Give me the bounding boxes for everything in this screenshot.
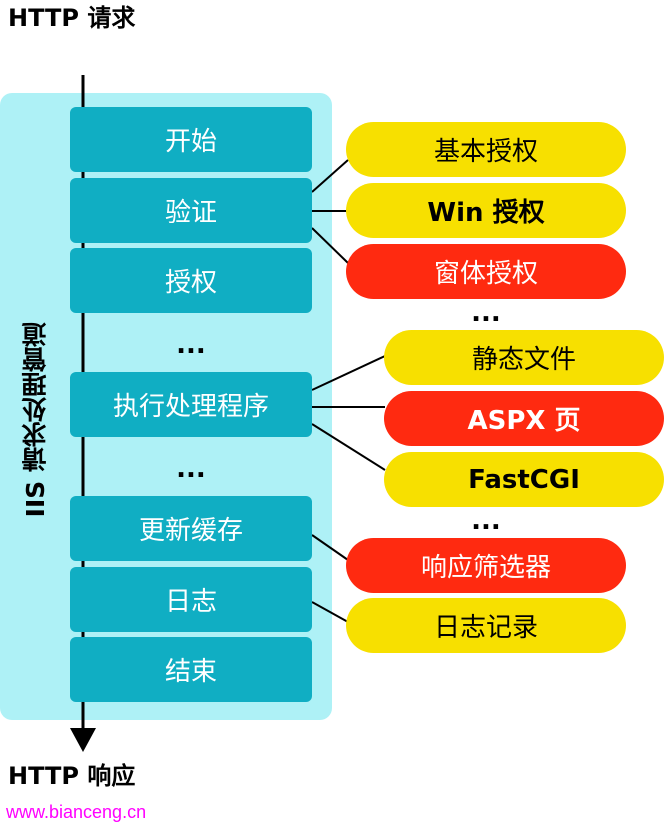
stage-execute-handler: 执行处理程序 [70, 372, 312, 437]
module-label: 基本授权 [433, 137, 538, 167]
stage-ellipsis: ... [176, 454, 206, 484]
stage-label: 日志 [164, 587, 217, 617]
stage-update-cache: 更新缓存 [70, 496, 312, 561]
module-static-file: 静态文件 [384, 330, 664, 385]
module-label: 静态文件 [471, 345, 576, 375]
response-arrow-head [70, 728, 96, 752]
connector-handler-static [311, 355, 386, 391]
module-label: 响应筛选器 [420, 553, 551, 583]
module-windows-auth: Win 授权 [346, 183, 626, 238]
stage-end: 结束 [70, 637, 312, 702]
module-fastcgi: FastCGI [384, 452, 664, 507]
module-label: Win 授权 [427, 198, 545, 228]
connector-cache-filter [311, 534, 349, 561]
stage-label: 执行处理程序 [112, 392, 269, 422]
connector-log-logging [311, 601, 349, 623]
module-basic-auth: 基本授权 [346, 122, 626, 177]
module-logging: 日志记录 [346, 598, 626, 653]
site-url-link[interactable]: www.bianceng.cn [6, 802, 147, 822]
stage-authentication: 验证 [70, 178, 312, 243]
http-request-title: HTTP 请求 [8, 4, 136, 32]
module-forms-auth: 窗体授权 [346, 244, 626, 299]
module-label: 日志记录 [433, 613, 538, 643]
module-label: FastCGI [468, 464, 580, 495]
connector-auth-forms [311, 227, 349, 264]
stage-label: 验证 [164, 198, 217, 228]
connector-auth-basic [311, 159, 349, 193]
stage-authorization: 授权 [70, 248, 312, 313]
module-aspx-page: ASPX 页 [384, 391, 664, 446]
module-ellipsis: ... [471, 298, 501, 328]
stage-log: 日志 [70, 567, 312, 632]
module-label: ASPX 页 [467, 406, 581, 436]
module-label: 窗体授权 [433, 259, 538, 289]
stage-label: 开始 [164, 127, 217, 157]
http-response-title: HTTP 响应 [8, 762, 136, 790]
stage-begin: 开始 [70, 107, 312, 172]
stage-label: 更新缓存 [138, 516, 243, 546]
stage-label: 结束 [164, 657, 217, 687]
module-response-filter: 响应筛选器 [346, 538, 626, 593]
stage-label: 授权 [164, 268, 217, 298]
connector-handler-fastcgi [311, 423, 386, 471]
stage-ellipsis: ... [176, 330, 206, 360]
module-ellipsis: ... [471, 506, 501, 536]
